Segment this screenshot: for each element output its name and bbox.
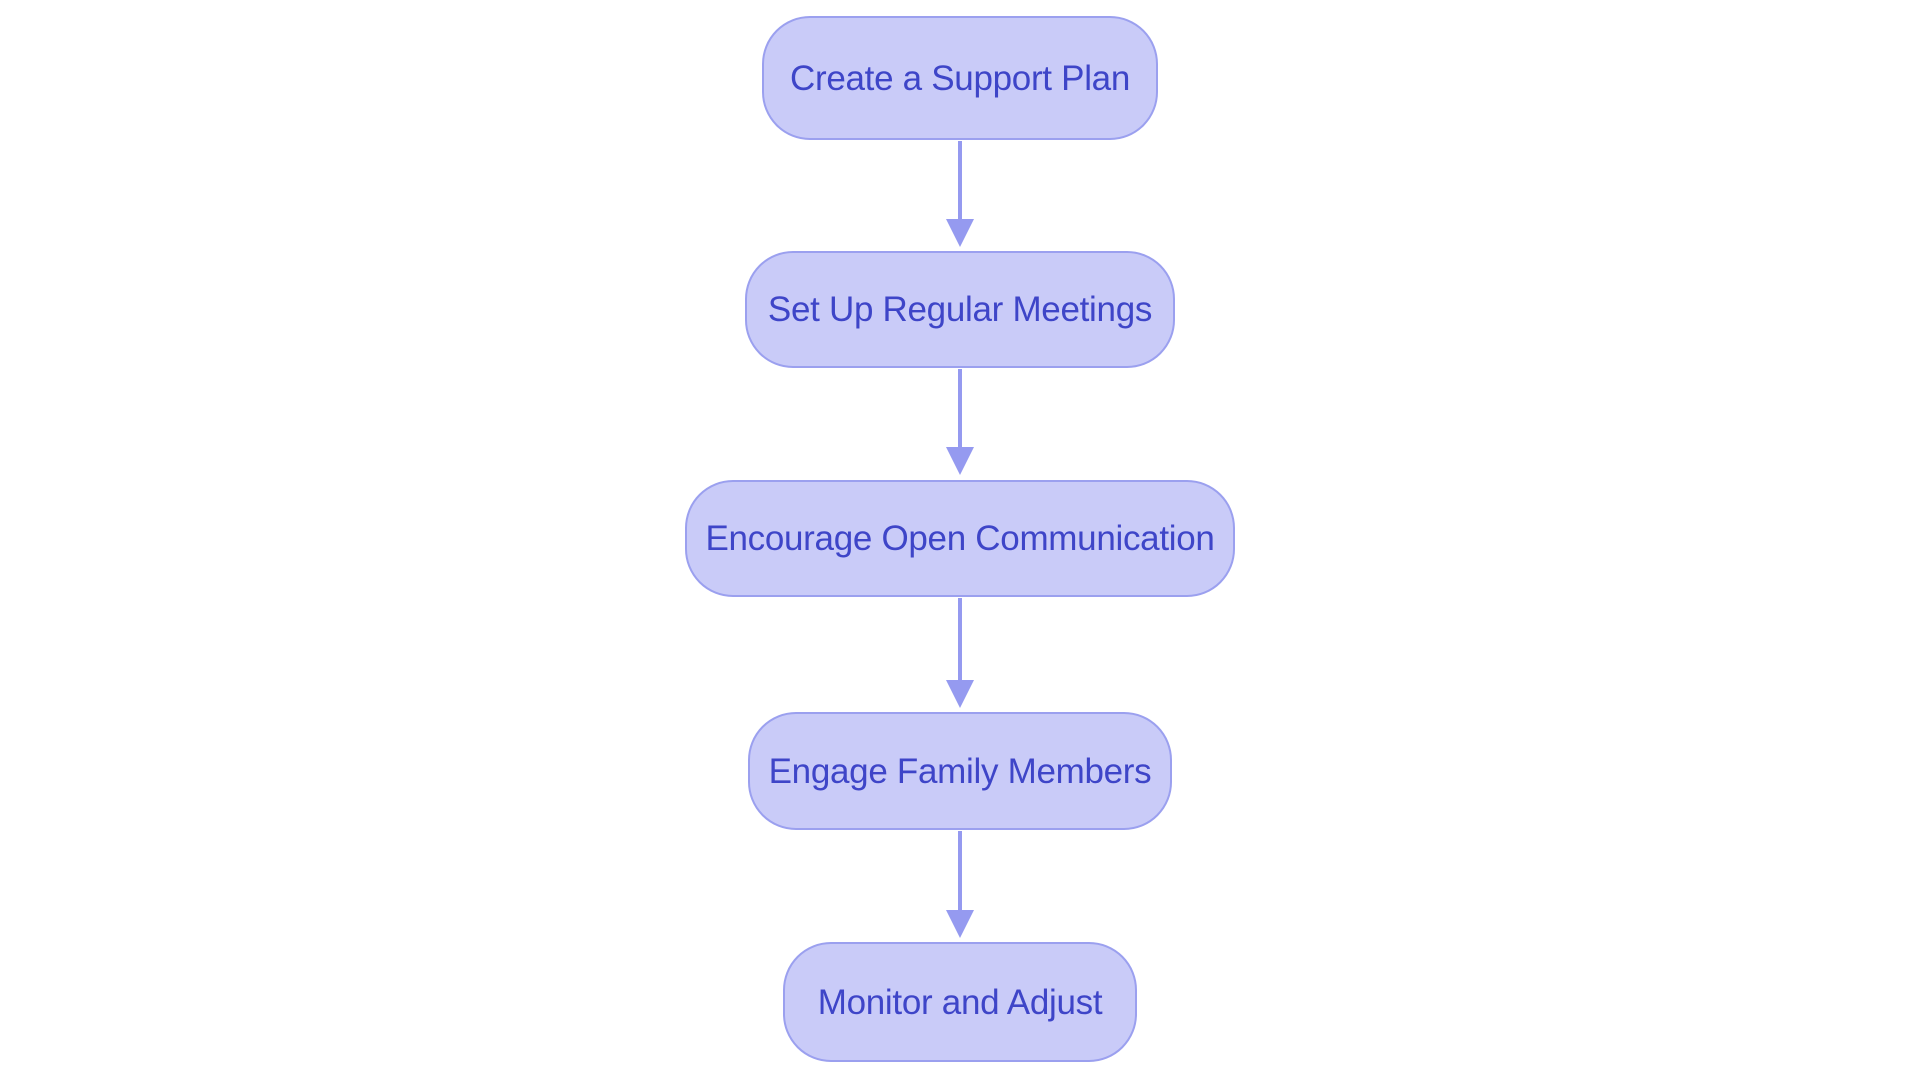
arrow-head-icon [946, 447, 974, 475]
flow-arrow-2 [946, 369, 974, 475]
flow-arrow-4 [946, 831, 974, 938]
flow-node-set-up-regular-meetings: Set Up Regular Meetings [745, 251, 1175, 368]
flow-node-label: Monitor and Adjust [817, 982, 1103, 1022]
arrow-line [958, 831, 962, 910]
flow-node-label: Engage Family Members [768, 751, 1152, 791]
arrow-head-icon [946, 219, 974, 247]
flow-node-label: Set Up Regular Meetings [767, 290, 1153, 329]
flow-node-label: Create a Support Plan [789, 58, 1131, 98]
flow-node-engage-family-members: Engage Family Members [748, 712, 1172, 830]
flow-node-create-support-plan: Create a Support Plan [762, 16, 1158, 140]
arrow-line [958, 598, 962, 680]
arrow-head-icon [946, 680, 974, 708]
flow-arrow-3 [946, 598, 974, 708]
arrow-line [958, 141, 962, 219]
flow-arrow-1 [946, 141, 974, 247]
flow-node-label: Encourage Open Communication [705, 519, 1215, 558]
flow-node-encourage-open-communication: Encourage Open Communication [685, 480, 1235, 597]
flow-node-monitor-and-adjust: Monitor and Adjust [783, 942, 1137, 1062]
arrow-line [958, 369, 962, 447]
arrow-head-icon [946, 910, 974, 938]
